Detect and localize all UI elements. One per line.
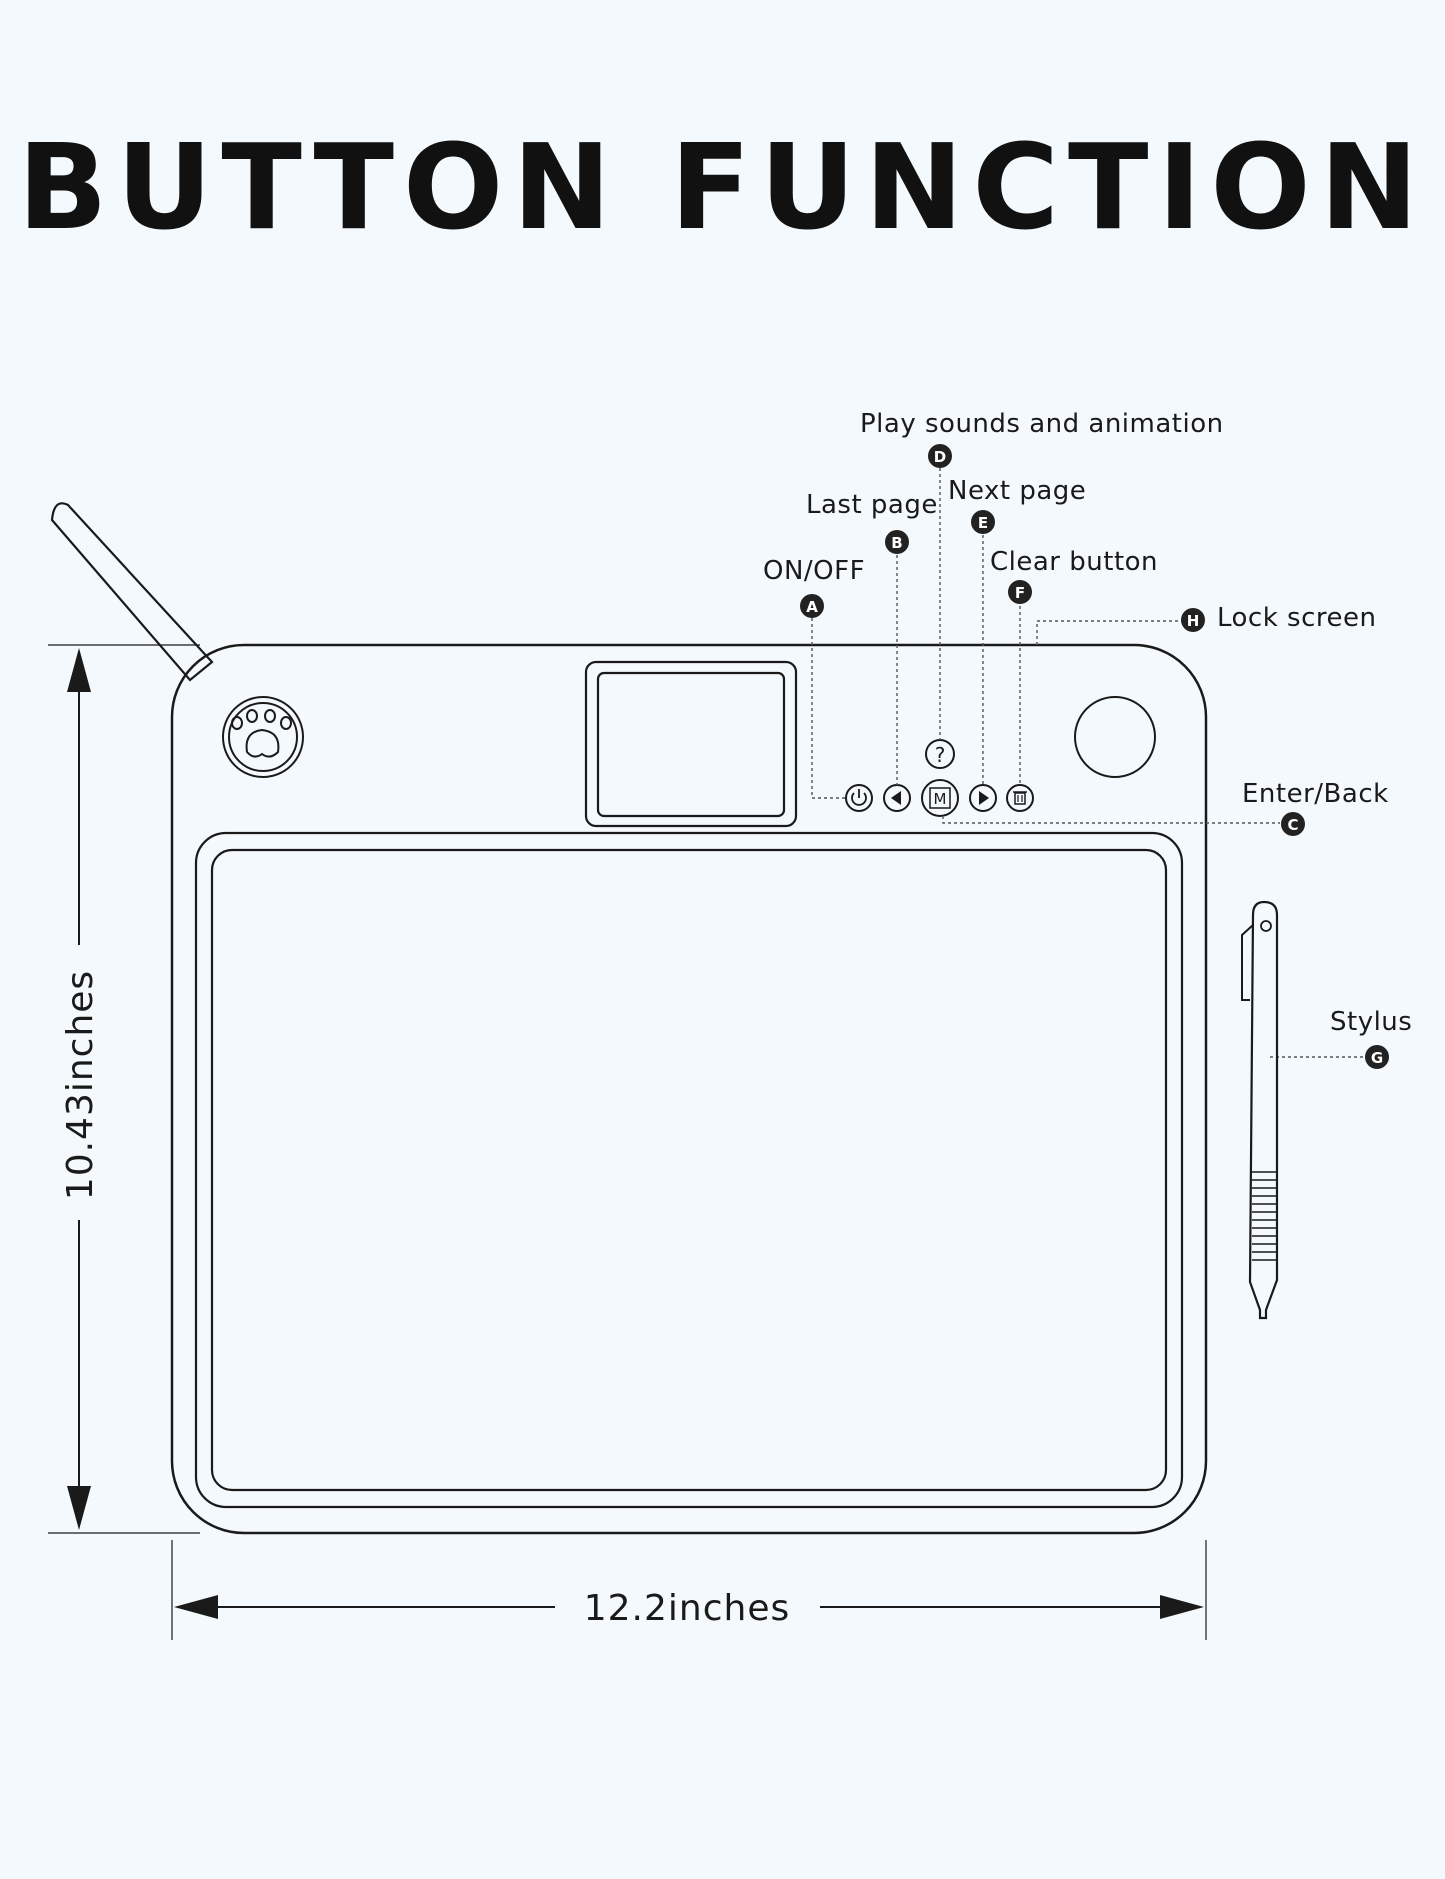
paw-logo-icon <box>222 696 304 778</box>
help-glyph: ? <box>935 743 946 767</box>
attached-stylus <box>50 502 214 682</box>
label-lock-screen: Lock screen <box>1217 603 1376 633</box>
power-button[interactable] <box>845 784 873 812</box>
label-clear-button: Clear button <box>990 547 1158 577</box>
clear-button[interactable] <box>1006 784 1034 812</box>
page-title: BUTTON FUNCTION <box>17 118 1428 256</box>
svg-text:G: G <box>1371 1049 1383 1067</box>
width-label: 12.2inches <box>584 1588 791 1629</box>
badge-b: B <box>885 530 909 554</box>
badge-g: G <box>1365 1045 1389 1069</box>
tablet-body <box>170 643 1208 1535</box>
svg-text:B: B <box>891 534 902 552</box>
lcd-screen <box>584 660 798 828</box>
svg-text:C: C <box>1287 816 1298 834</box>
svg-text:E: E <box>978 514 988 532</box>
badge-c: C <box>1281 812 1305 836</box>
width-dimension: 12.2inches <box>171 1540 1207 1640</box>
mode-button[interactable]: M <box>921 779 959 817</box>
label-enter-back: Enter/Back <box>1242 779 1389 809</box>
stylus <box>1241 900 1279 1320</box>
lock-screen-knob[interactable] <box>1074 696 1156 778</box>
last-page-button[interactable] <box>883 784 911 812</box>
leader-lines <box>811 468 1365 1058</box>
label-on-off: ON/OFF <box>763 556 865 586</box>
label-next-page: Next page <box>948 476 1086 506</box>
label-play-sounds: Play sounds and animation <box>860 409 1224 439</box>
svg-text:A: A <box>806 598 818 616</box>
badge-h: H <box>1181 608 1205 632</box>
badge-e: E <box>971 510 995 534</box>
next-page-button[interactable] <box>969 784 997 812</box>
badge-d: D <box>928 444 952 468</box>
svg-text:F: F <box>1015 584 1025 602</box>
height-label: 10.43inches <box>60 970 101 1200</box>
badge-a: A <box>800 594 824 618</box>
label-stylus: Stylus <box>1330 1007 1412 1037</box>
label-last-page: Last page <box>806 490 938 520</box>
svg-text:H: H <box>1187 612 1200 630</box>
height-dimension: 10.43inches <box>48 644 200 1534</box>
mode-button-glyph: M <box>934 790 947 808</box>
svg-text:D: D <box>934 448 946 466</box>
help-button[interactable]: ? <box>925 739 955 769</box>
badge-f: F <box>1008 580 1032 604</box>
